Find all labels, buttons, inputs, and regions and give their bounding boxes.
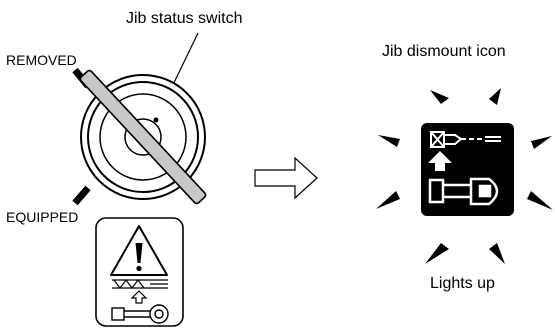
equipped-tick-mark	[72, 185, 91, 206]
decal-boom-glyph	[111, 304, 169, 324]
rotary-key-switch-icon	[79, 69, 207, 205]
display-up-arrow-icon	[428, 151, 452, 171]
right-arrow-icon	[254, 156, 318, 200]
decal-up-arrow-icon	[130, 290, 148, 304]
decal-jib-glyph	[112, 279, 168, 289]
jib-status-switch-label: Jib status switch	[126, 10, 243, 27]
display-boom-glyph	[428, 177, 499, 206]
jib-dismount-icon	[421, 123, 514, 216]
jib-dismount-icon-label: Jib dismount icon	[382, 43, 506, 60]
removed-label: REMOVED	[6, 52, 77, 68]
warning-decal-icon	[95, 217, 184, 327]
exclamation-icon	[135, 243, 143, 263]
lights-up-label: Lights up	[430, 275, 495, 292]
switch-key-bar	[79, 69, 207, 205]
equipped-label: EQUIPPED	[6, 209, 79, 225]
light-rays	[376, 88, 553, 264]
display-jib-glyph	[430, 131, 501, 148]
